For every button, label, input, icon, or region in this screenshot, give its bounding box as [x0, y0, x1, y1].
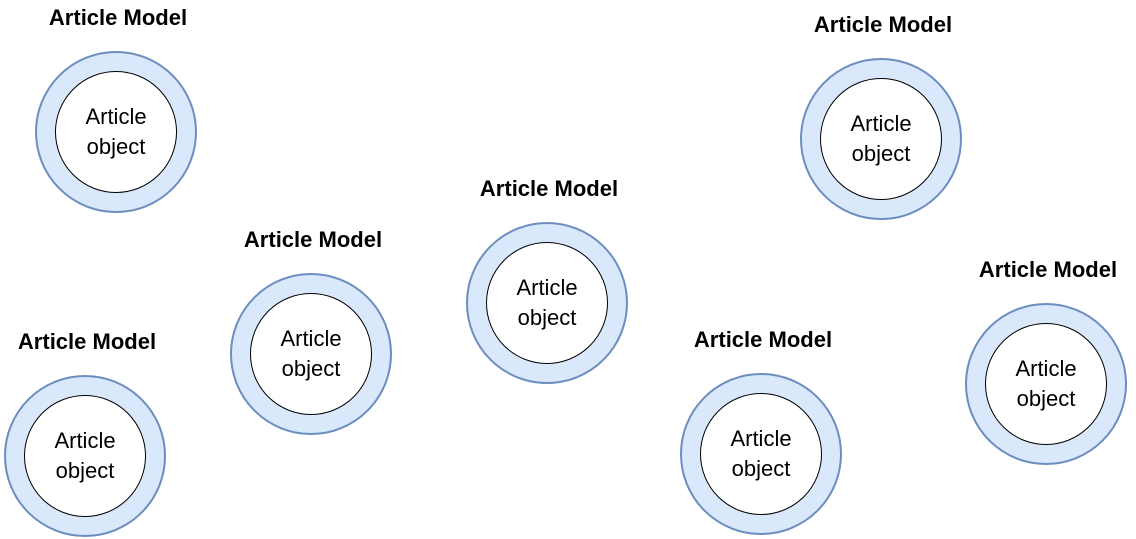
model-title: Article Model [978, 257, 1118, 282]
object-label-line2: object [517, 305, 577, 330]
object-label-line2: object [55, 458, 115, 483]
object-label-line1: Article [1015, 356, 1077, 381]
article-object-circle: Article object [820, 78, 942, 200]
model-title: Article Model [813, 12, 953, 37]
article-object-circle: Article object [55, 71, 177, 193]
article-model-node: Article Model Article object [33, 5, 203, 215]
object-label-line1: Article [54, 428, 116, 453]
article-object-circle: Article object [700, 393, 822, 515]
model-title: Article Model [243, 227, 383, 252]
object-label-line2: object [86, 134, 146, 159]
object-label-line1: Article [516, 275, 578, 300]
object-label-line2: object [851, 141, 911, 166]
article-object-circle: Article object [24, 395, 146, 517]
object-label-line2: object [281, 356, 341, 381]
model-title: Article Model [693, 327, 833, 352]
article-model-node: Article Model Article object [963, 257, 1133, 467]
object-label-line1: Article [730, 426, 792, 451]
article-object-circle: Article object [985, 323, 1107, 445]
object-label-line1: Article [850, 111, 912, 136]
article-model-node: Article Model Article object [464, 176, 634, 386]
article-model-node: Article Model Article object [2, 329, 172, 539]
article-model-node: Article Model Article object [798, 12, 968, 222]
article-object-circle: Article object [486, 242, 608, 364]
article-model-node: Article Model Article object [678, 327, 848, 537]
object-label-line1: Article [85, 104, 147, 129]
object-label-line1: Article [280, 326, 342, 351]
model-title: Article Model [48, 5, 188, 30]
model-title: Article Model [17, 329, 157, 354]
object-label-line2: object [731, 456, 791, 481]
model-title: Article Model [479, 176, 619, 201]
article-model-node: Article Model Article object [228, 227, 398, 437]
article-object-circle: Article object [250, 293, 372, 415]
object-label-line2: object [1016, 386, 1076, 411]
